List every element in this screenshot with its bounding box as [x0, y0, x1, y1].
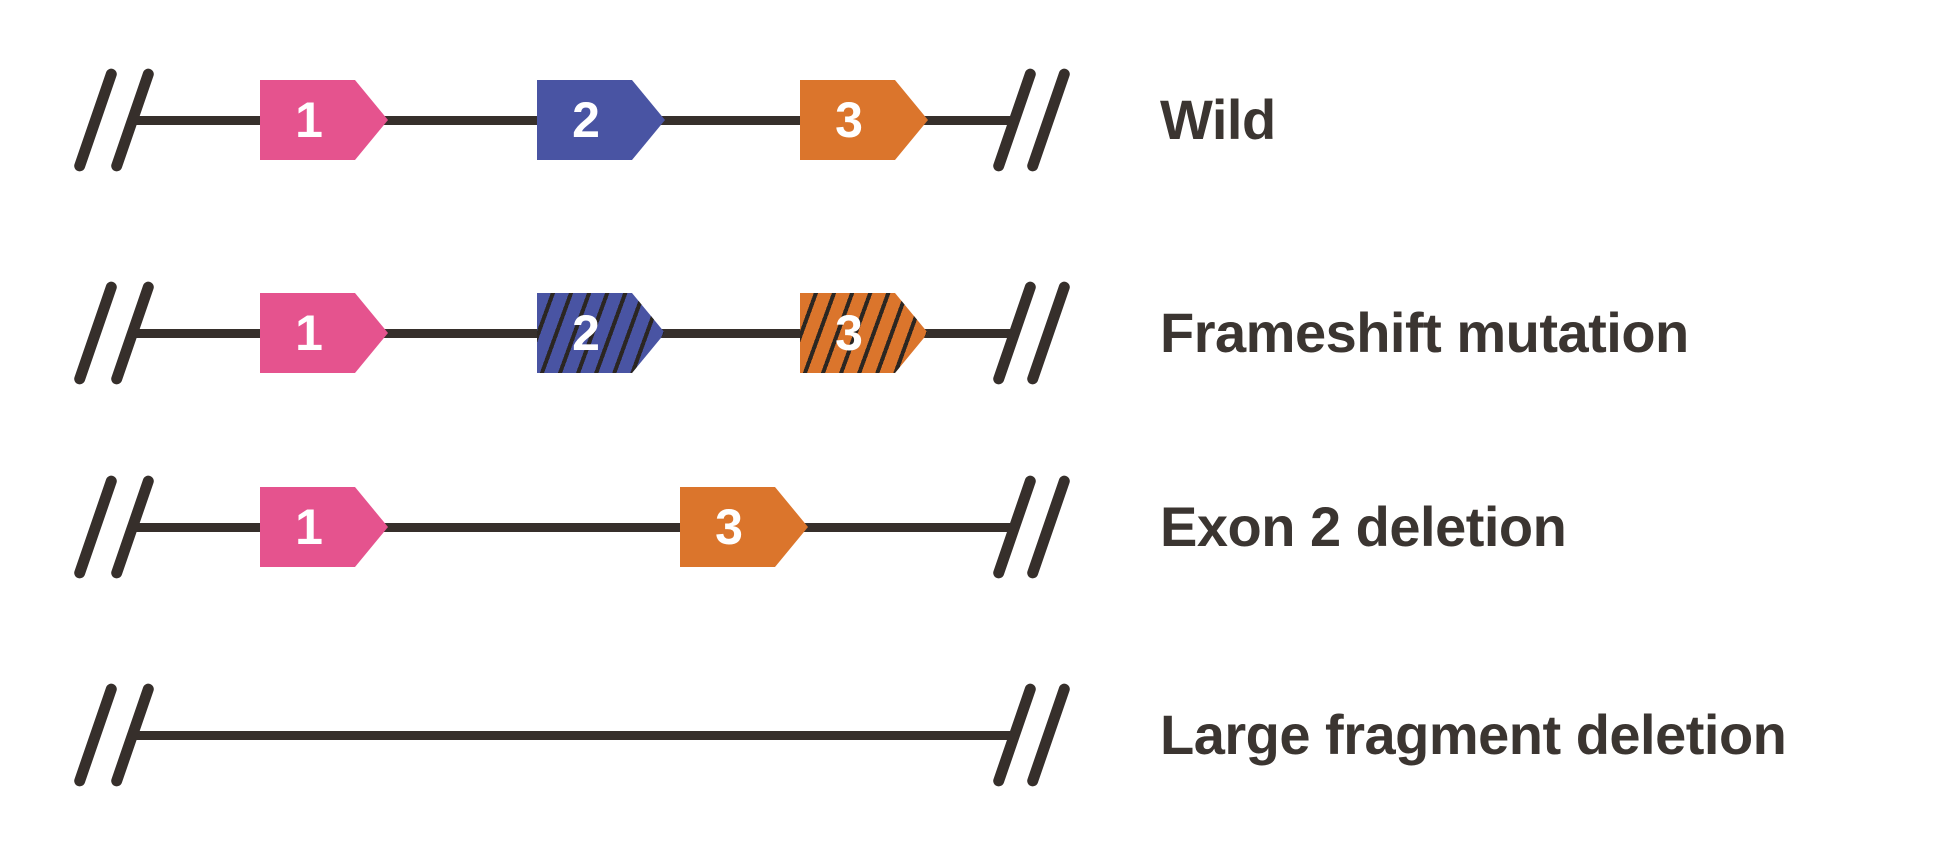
construct-row-exon2-deletion: 1 3 Exon 2 deletion — [0, 472, 1959, 582]
construct-row-wild: 1 2 3 Wild — [0, 65, 1959, 175]
row-label-large-fragment-deletion: Large fragment deletion — [1160, 703, 1787, 766]
exon-number: 3 — [835, 305, 863, 361]
exon-number: 3 — [715, 499, 743, 555]
exon-number: 1 — [295, 499, 323, 555]
exon-1-arrow: 1 — [260, 293, 388, 373]
exon-3-arrow-hatched: 3 — [800, 293, 928, 373]
construct-row-large-fragment-deletion: Large fragment deletion — [0, 680, 1959, 790]
exon-number: 2 — [572, 305, 600, 361]
exon-3-arrow: 3 — [800, 80, 928, 160]
break-slash-icon — [72, 280, 119, 386]
row-label-frameshift: Frameshift mutation — [1160, 301, 1689, 364]
dna-line — [133, 523, 1015, 532]
construct-row-frameshift: 1 2 3 Frameshift mutation — [0, 278, 1959, 388]
exon-number: 3 — [835, 92, 863, 148]
exon-number: 2 — [572, 92, 600, 148]
row-label-wild: Wild — [1160, 88, 1276, 151]
break-slash-icon — [72, 474, 119, 580]
exon-number: 1 — [295, 305, 323, 361]
row-label-exon2-deletion: Exon 2 deletion — [1160, 495, 1567, 558]
exon-number: 1 — [295, 92, 323, 148]
exon-2-arrow: 2 — [537, 80, 665, 160]
break-slash-icon — [72, 67, 119, 173]
exon-2-arrow-hatched: 2 — [537, 293, 665, 373]
exon-3-arrow: 3 — [680, 487, 808, 567]
dna-line — [133, 731, 1015, 740]
exon-1-arrow: 1 — [260, 80, 388, 160]
break-slash-icon — [72, 682, 119, 788]
exon-1-arrow: 1 — [260, 487, 388, 567]
